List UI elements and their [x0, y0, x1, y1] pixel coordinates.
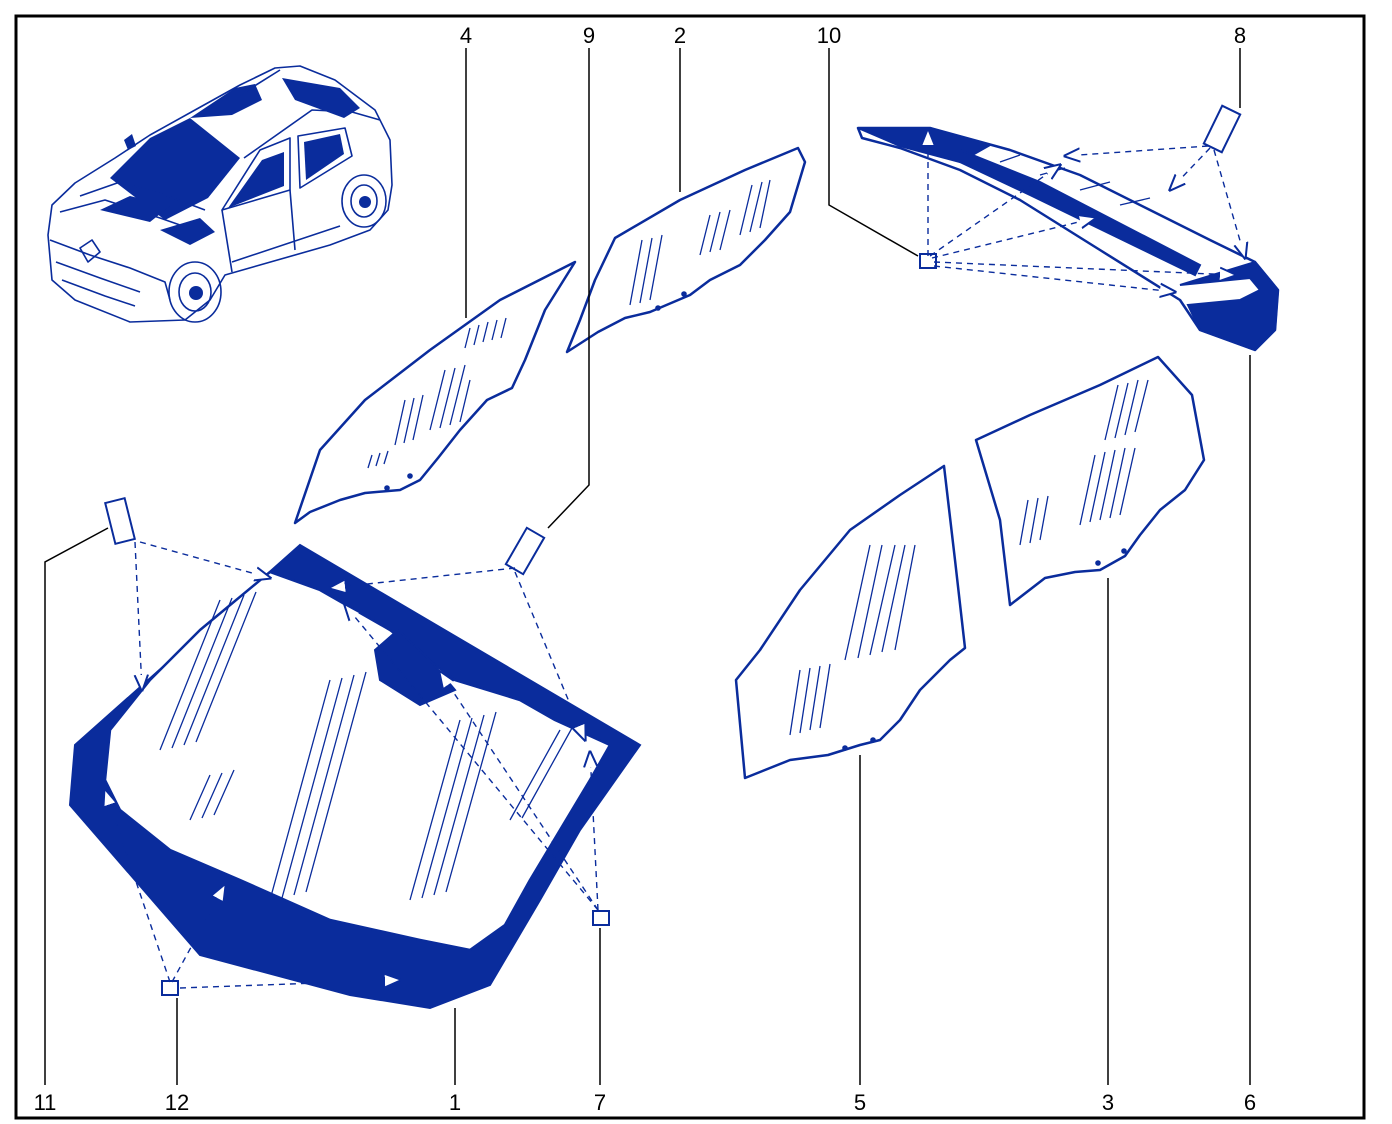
- callout-10: 10: [817, 23, 841, 48]
- callout-1: 1: [449, 1090, 461, 1115]
- callout-7: 7: [594, 1090, 606, 1115]
- part-5-front-right-door-glass: [734, 464, 967, 780]
- part-3-rear-right-door-glass: [974, 355, 1206, 607]
- diagram-frame: [14, 14, 1366, 1120]
- part-6-rear-window: [856, 126, 1280, 352]
- callout-5: 5: [854, 1090, 866, 1115]
- part-9-sensor-pad: [504, 526, 546, 576]
- vehicle-overview-illustration: [47, 65, 393, 323]
- part-8-sensor-pad: [1202, 104, 1242, 154]
- callout-11: 11: [34, 1090, 57, 1115]
- callout-6: 6: [1244, 1090, 1256, 1115]
- part-11-sensor-pad: [104, 496, 136, 546]
- part-10-clip: [919, 253, 937, 269]
- part-12-clip: [161, 980, 179, 996]
- part-2-rear-left-door-glass: [565, 146, 807, 354]
- part-4-front-left-door-glass: [293, 260, 577, 525]
- part-1-windscreen: [68, 543, 642, 1010]
- callout-3: 3: [1102, 1090, 1114, 1115]
- callout-labels: 4 9 2 10 8 11 12 1 7 5 3 6: [34, 23, 1257, 1115]
- assembly-direction-arrows: [105, 130, 1245, 989]
- callout-12: 12: [165, 1090, 189, 1115]
- part-7-clip: [592, 910, 610, 926]
- callout-leader-lines: [44, 48, 1251, 1085]
- callout-9: 9: [583, 23, 595, 48]
- callout-2: 2: [674, 23, 686, 48]
- callout-4: 4: [460, 23, 472, 48]
- callout-8: 8: [1234, 23, 1246, 48]
